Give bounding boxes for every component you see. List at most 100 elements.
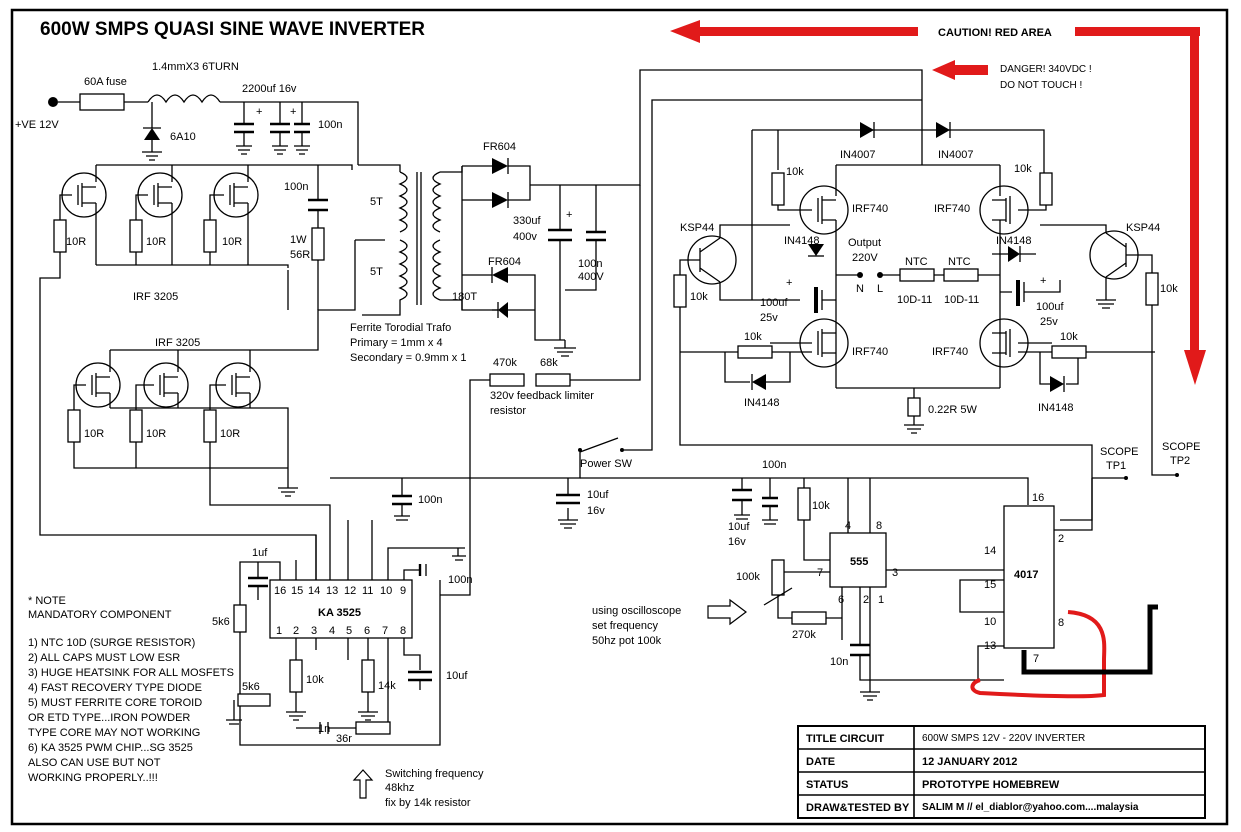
switch-note-2: 48khz: [385, 782, 414, 794]
title-block-key: DATE: [806, 756, 835, 768]
osc-note-2: set frequency: [592, 620, 659, 632]
gate-resistor-top-3: [203, 219, 217, 253]
mosfet-top-3: [209, 165, 259, 265]
primary-turns-1: 5T: [370, 196, 383, 208]
trafo-caption-3: Secondary = 0.9mm x 1: [350, 352, 466, 364]
t555-r-top: 10k: [812, 500, 830, 512]
r-10r-bottom-2: 10R: [146, 428, 166, 440]
ka3525-pins-bottom: 1 2 3 4 5 6 7 8: [276, 625, 406, 637]
title-block: TITLE CIRCUIT 600W SMPS 12V - 220V INVER…: [797, 725, 1206, 819]
input-cap-100n: 100n: [318, 119, 342, 131]
c4017-pin-14: 14: [984, 545, 996, 557]
rect-cap1-a: 330uf: [513, 215, 541, 227]
ic-4017: [1003, 505, 1055, 649]
t555-pin-7: 7: [817, 567, 823, 579]
h-bridge: [673, 122, 1176, 521]
black-handdrawn-wire: [1021, 604, 1158, 675]
hb-plus-2: +: [1040, 275, 1046, 287]
mosfet-top-1: [59, 165, 107, 265]
r-10r-top-2: 10R: [146, 236, 166, 248]
caution-text: CAUTION! RED AREA: [938, 27, 1052, 39]
hb-cap1-a: 100uf: [760, 297, 788, 309]
mosfet-bank-bottom: [67, 240, 356, 580]
timer-section: [580, 477, 1060, 701]
irf740-3: IRF740: [852, 346, 888, 358]
secondary-turns: 180T: [452, 291, 477, 303]
svg-text:13: 13: [326, 585, 338, 597]
supply-cap3: 100n: [762, 459, 786, 471]
hb-cap2-a: 100uf: [1036, 301, 1064, 313]
switch-note-1: Switching frequency: [385, 768, 484, 780]
c4017-pin-13: 13: [984, 640, 996, 652]
t555-cap: 10n: [830, 656, 848, 668]
mosfet-bank-top: [39, 164, 353, 580]
snubber-res-label-1: 1W: [290, 234, 307, 246]
title-block-value: SALIM M // el_diablor@yahoo.com....malay…: [922, 802, 1139, 813]
c4017-pin-10: 10: [984, 616, 996, 628]
feedback-caption-1: 320v feedback limiter: [490, 390, 594, 402]
t555-pin-1: 1: [878, 594, 884, 606]
power-switch-label: Power SW: [580, 458, 633, 470]
title-block-key: DRAW&TESTED BY: [806, 802, 910, 814]
red-handdrawn-wire: [970, 610, 1107, 699]
caution-bar: [1075, 27, 1200, 36]
t555-pin-3: 3: [892, 567, 898, 579]
r-10k-5: 10k: [690, 291, 708, 303]
svg-text:7: 7: [382, 625, 388, 637]
supply-cap4-a: 10uf: [728, 521, 750, 533]
mosfet-top-2: [135, 165, 183, 265]
ic-555: [829, 532, 887, 588]
in4148-3: IN4148: [744, 397, 779, 409]
diode-6a10: [144, 128, 160, 140]
snubber-res-label-2: 56R: [290, 249, 310, 261]
switch-note-3: fix by 14k resistor: [385, 797, 471, 809]
ka-c-100n: 100n: [448, 574, 472, 586]
r-10r-top-3: 10R: [222, 236, 242, 248]
ka-r-5k6a: 5k6: [212, 616, 230, 628]
irf740-1: IRF740: [852, 203, 888, 215]
svg-text:+: +: [566, 209, 572, 221]
primary-turns-2: 5T: [370, 266, 383, 278]
note-line: 1) NTC 10D (SURGE RESISTOR): [28, 637, 195, 649]
ka-r-36r: 36r: [336, 733, 352, 745]
ntc-2-a: NTC: [948, 256, 971, 268]
hb-plus-1: +: [786, 277, 792, 289]
output-label-2: 220V: [852, 252, 878, 264]
c4017-pin-15: 15: [984, 579, 996, 591]
sense-resistor: 0.22R 5W: [928, 404, 978, 416]
note-line: 5) MUST FERRITE CORE TOROID: [28, 697, 202, 709]
page-title: 600W SMPS QUASI SINE WAVE INVERTER: [40, 19, 425, 40]
mosfet-bottom-1: [73, 350, 121, 410]
t555-pot: 100k: [736, 571, 760, 583]
switch-arrow-icon: [352, 769, 374, 799]
fuse: [79, 93, 125, 111]
c4017-pin-7: 7: [1033, 653, 1039, 665]
ka-r-10k: 10k: [306, 674, 324, 686]
svg-text:2: 2: [293, 625, 299, 637]
terminal-l: L: [877, 283, 883, 295]
ntc-1-b: 10D-11: [897, 294, 932, 306]
svg-text:8: 8: [400, 625, 406, 637]
irf740-4: IRF740: [932, 346, 968, 358]
hb-cap1-b: 25v: [760, 312, 778, 324]
mosfet-bottom-label: IRF 3205: [155, 337, 200, 349]
diode-fr604-2: FR604: [488, 256, 521, 268]
mosfet-bottom-3: [209, 350, 261, 410]
title-block-key: TITLE CIRCUIT: [806, 733, 884, 745]
feedback-caption-2: resistor: [490, 405, 526, 417]
hb-cap2-b: 25v: [1040, 316, 1058, 328]
in4007-1: IN4007: [840, 149, 875, 161]
t555-r-bottom: 270k: [792, 629, 816, 641]
r-10r-bottom-1: 10R: [84, 428, 104, 440]
note-line: TYPE CORE MAY NOT WORKING: [28, 727, 200, 739]
svg-text:+: +: [290, 106, 296, 118]
svg-text:11: 11: [362, 585, 373, 597]
note-line: ALSO CAN USE BUT NOT: [28, 757, 161, 769]
in4148-2: IN4148: [996, 235, 1031, 247]
feedback-r2: 68k: [540, 357, 558, 369]
fuse-label: 60A fuse: [84, 76, 127, 88]
svg-text:+: +: [256, 106, 262, 118]
note-line: * NOTE: [28, 595, 66, 607]
note-line: 2) ALL CAPS MUST LOW ESR: [28, 652, 180, 664]
